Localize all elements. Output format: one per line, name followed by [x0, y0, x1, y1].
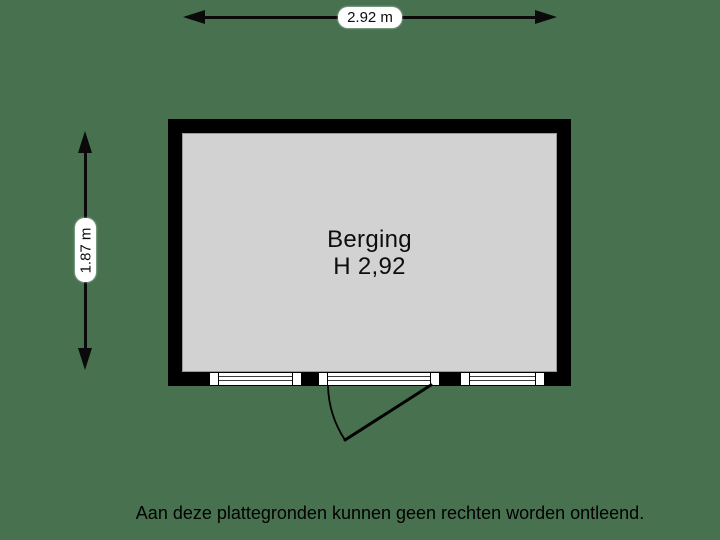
window-left — [209, 372, 302, 386]
door-opening — [318, 372, 440, 386]
room-floor: Berging H 2,92 — [182, 133, 557, 372]
arrow-right-icon — [535, 10, 557, 24]
door-swing — [327, 383, 433, 442]
width-dimension: 2.92 m — [183, 7, 557, 31]
room-label: Berging H 2,92 — [327, 226, 412, 280]
arrow-left-icon — [183, 10, 205, 24]
depth-dimension: 1.87 m — [74, 131, 98, 370]
disclaimer-text: Aan deze plattegronden kunnen geen recht… — [135, 503, 645, 523]
room-ceiling-height: H 2,92 — [333, 252, 406, 280]
room-name: Berging — [327, 225, 412, 253]
width-dimension-label: 2.92 m — [338, 7, 402, 28]
depth-dimension-label: 1.87 m — [75, 218, 96, 282]
door-leaf — [343, 383, 433, 442]
door-arc — [327, 385, 346, 441]
arrow-up-icon — [78, 131, 92, 153]
window-right — [460, 372, 545, 386]
arrow-down-icon — [78, 348, 92, 370]
room-berging: Berging H 2,92 — [168, 119, 571, 386]
